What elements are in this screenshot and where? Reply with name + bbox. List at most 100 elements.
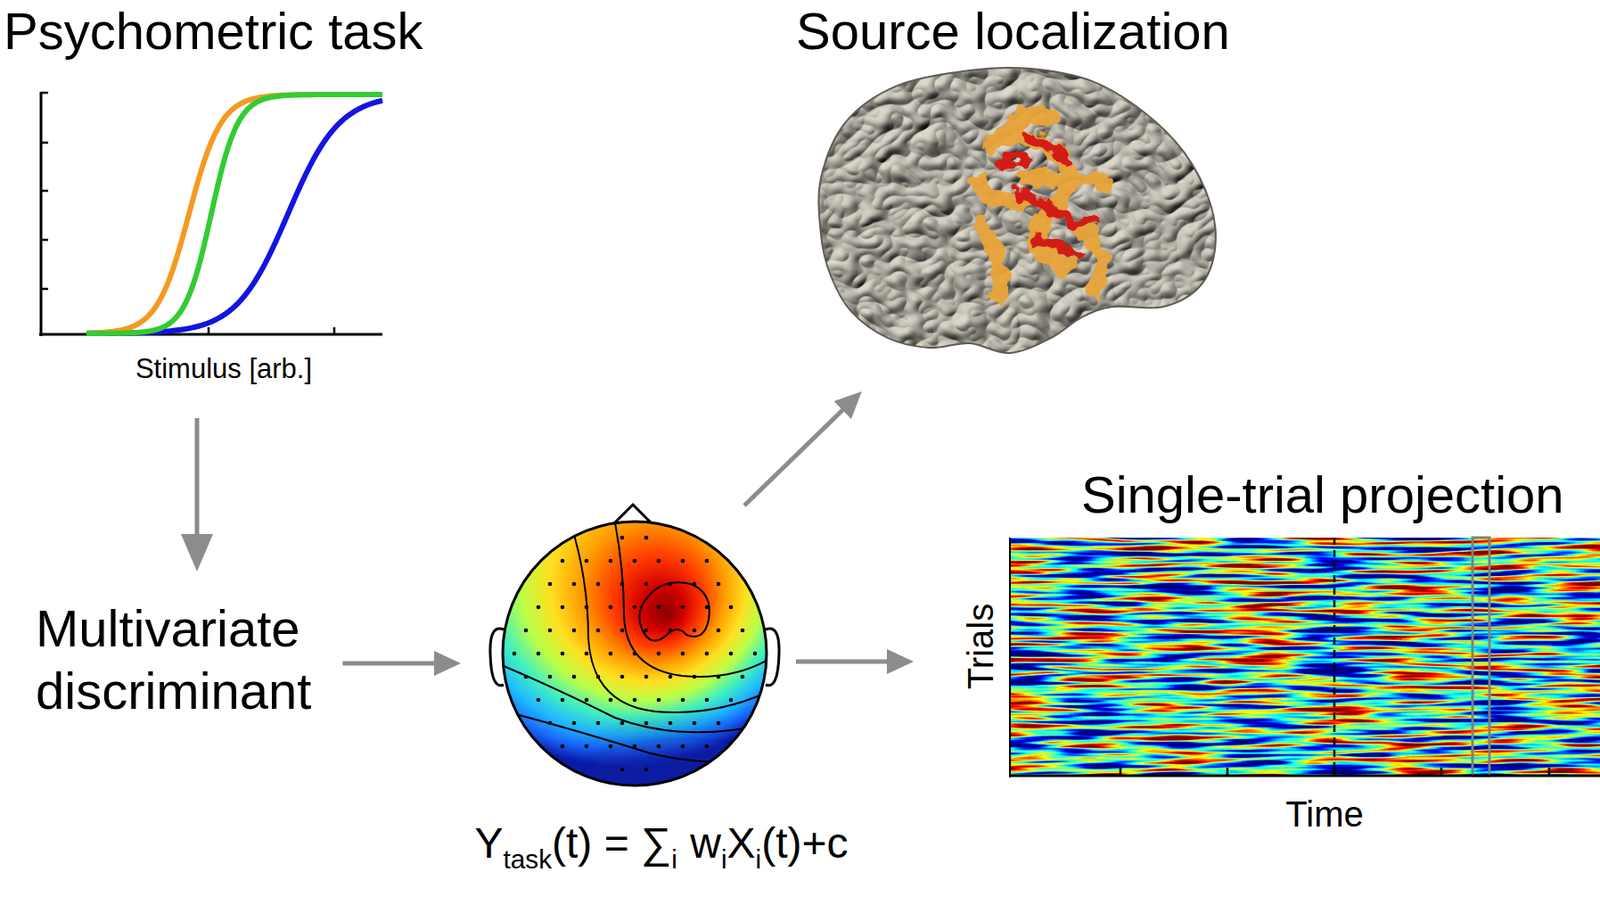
- electrode-dot: [681, 558, 686, 564]
- time-window: [1472, 537, 1490, 776]
- electrode-dot: [692, 721, 698, 726]
- electrode-dot: [705, 605, 710, 610]
- electrode-dot: [740, 628, 746, 633]
- electrode-dot: [656, 558, 662, 564]
- electrode-dot: [632, 605, 638, 610]
- electrode-dot: [548, 721, 553, 726]
- arrow-line: [195, 418, 200, 542]
- electrode-dot: [560, 605, 566, 610]
- electrode-dot: [524, 628, 529, 633]
- electrode-dot: [740, 674, 746, 680]
- electrode-dot: [644, 582, 649, 587]
- electrode-dots: [512, 535, 758, 772]
- electrode-dot: [716, 582, 722, 587]
- electrode-dot: [548, 582, 553, 587]
- electrode-dot: [608, 744, 614, 749]
- electrode-dot: [608, 697, 614, 703]
- electrode-dot: [536, 697, 542, 703]
- arrow-head: [434, 650, 461, 676]
- electrode-dot: [632, 744, 638, 749]
- arrow-line: [795, 659, 893, 665]
- electrode-dot: [608, 605, 614, 610]
- electrode-dot: [596, 628, 601, 633]
- scalp-topomap: [490, 504, 794, 821]
- electrode-dot: [572, 628, 577, 633]
- axis-label: Time: [1285, 793, 1363, 835]
- electrode-dot: [705, 744, 710, 749]
- electrode-dot: [572, 582, 577, 587]
- electrode-dot: [668, 721, 673, 726]
- electrode-dot: [668, 628, 673, 633]
- electrode-dot: [692, 674, 698, 680]
- y-axis: [1009, 537, 1011, 778]
- arrow-head: [886, 648, 914, 674]
- activation-map: [976, 114, 1106, 299]
- axis-label: Trials: [960, 603, 1002, 690]
- electrode-dot: [584, 605, 590, 610]
- equation-term: w: [689, 819, 722, 867]
- electrode-dot: [596, 674, 601, 680]
- psychometric-curve: [86, 94, 383, 334]
- electrode-dot: [572, 674, 577, 680]
- contour-lines: [499, 522, 776, 763]
- process-step: Multivariate discriminant: [26, 591, 320, 727]
- equation-term: (t) = ∑: [551, 819, 672, 867]
- step-label: Multivariate discriminant: [35, 597, 312, 722]
- electrode-dot: [584, 744, 590, 749]
- electrode-dot: [620, 721, 625, 726]
- electrode-dot: [716, 721, 722, 726]
- onset-line: [1333, 537, 1337, 776]
- electrode-dot: [536, 605, 542, 610]
- electrode-dot: [560, 744, 566, 749]
- electrode-dot: [560, 651, 566, 657]
- electrode-dot: [644, 674, 649, 680]
- axis-ticks: [1120, 767, 1550, 776]
- electrode-dot: [620, 582, 625, 587]
- head-outline: [502, 521, 767, 786]
- axis-label: Stimulus [arb.]: [135, 352, 312, 386]
- electrode-dot: [584, 558, 590, 564]
- electrode-dot: [608, 558, 614, 564]
- psychometric-plot: [39, 91, 383, 337]
- electrode-dot: [632, 558, 638, 564]
- flow-arrow: [744, 391, 862, 506]
- electrode-dot: [596, 582, 601, 587]
- equation-subscript: task: [502, 844, 552, 874]
- equation-subscript: i: [671, 844, 678, 874]
- flow-arrow: [795, 648, 914, 674]
- electrode-dot: [681, 605, 686, 610]
- panel: Single-trial projectionTrialsTime: [962, 463, 1600, 843]
- topomap-field: [579, 739, 794, 821]
- equation-term: (t)+c: [761, 819, 848, 867]
- equation-term: X: [727, 819, 756, 867]
- electrode-dot: [620, 535, 625, 541]
- electrode-dot: [608, 651, 614, 657]
- electrode-dot: [548, 628, 553, 633]
- electrode-dot: [729, 605, 734, 610]
- x-axis: [1009, 774, 1600, 778]
- electrode-dot: [548, 674, 553, 680]
- brain-surface: [819, 68, 1215, 353]
- arrow-head: [834, 391, 862, 419]
- electrode-dot: [656, 744, 662, 749]
- electrode-dot: [632, 651, 638, 657]
- electrode-dot: [620, 767, 625, 772]
- electrode-dot: [560, 697, 566, 703]
- electrode-dot: [644, 767, 649, 772]
- equation-subscript: i: [755, 844, 763, 874]
- brain-gyri: [819, 68, 1215, 353]
- electrode-dot: [668, 582, 673, 587]
- equation-subscript: i: [721, 844, 728, 874]
- electrode-dot: [644, 535, 649, 541]
- electrode-dot: [644, 721, 649, 726]
- psychometric-curve: [86, 94, 383, 334]
- electrode-dot: [705, 558, 710, 564]
- trial-heatmap: [1009, 537, 1600, 776]
- electrode-dot: [584, 697, 590, 703]
- electrode-dot: [692, 582, 698, 587]
- panel: Source localization: [784, 0, 1266, 362]
- electrode-dot: [681, 697, 686, 703]
- panel: Psychometric taskStimulus [arb.]: [0, 0, 446, 393]
- electrode-dot: [536, 651, 542, 657]
